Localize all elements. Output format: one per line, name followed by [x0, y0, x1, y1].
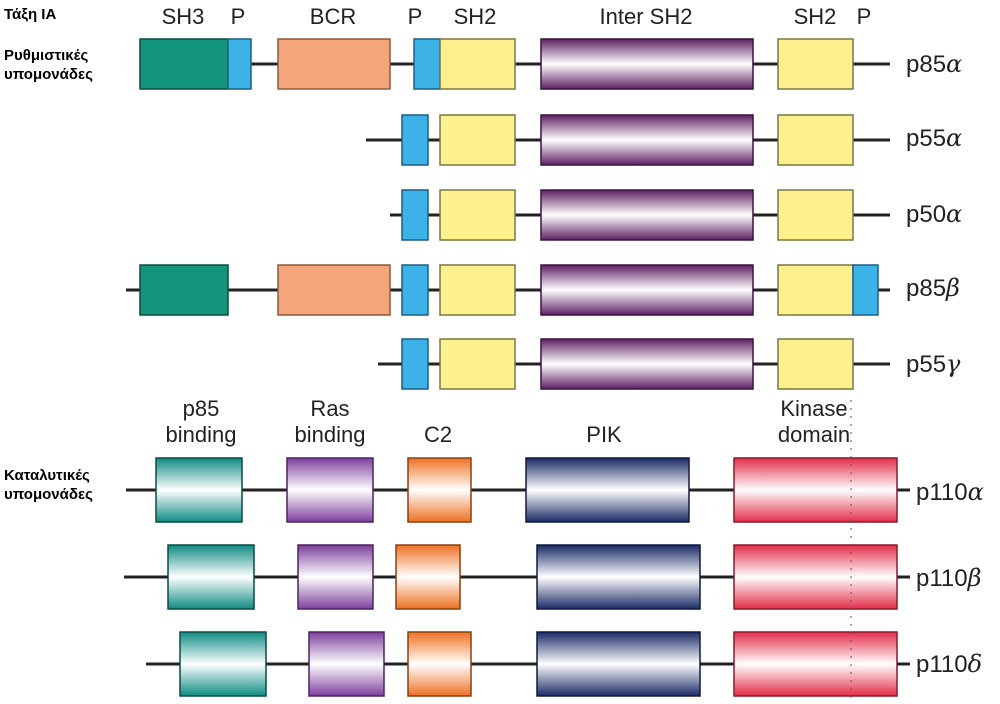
- protein-name-p110b: p110β: [916, 564, 982, 592]
- header-sh2a: SH2: [453, 4, 497, 29]
- domain-p: [401, 338, 429, 390]
- domain-sh2: [777, 38, 854, 90]
- protein-row-p55g: [378, 338, 890, 390]
- domain-kin: [733, 631, 898, 697]
- domain-sh2: [777, 114, 854, 166]
- protein-row-p110a: [126, 457, 910, 523]
- catalytic-label-line2: υπομονάδες: [4, 486, 93, 503]
- domain-p: [401, 114, 429, 166]
- domain-p85b: [155, 457, 243, 523]
- header-inter-sh2: Inter SH2: [599, 4, 693, 29]
- domain-c2: [407, 631, 472, 697]
- protein-row-p85a: [139, 38, 890, 90]
- header-p85-binding: p85 binding: [166, 396, 237, 448]
- header-p85-binding-line2: binding: [165, 422, 237, 447]
- catalytic-label-line1: Καταλυτικές: [4, 467, 90, 484]
- domain-sh2: [777, 264, 854, 316]
- header-p85-binding-line1: p85: [182, 396, 220, 421]
- domain-p: [227, 38, 252, 90]
- domain-pik: [536, 544, 701, 610]
- class-label: Τάξη ΙΑ: [4, 6, 57, 23]
- domain-bcr: [277, 38, 391, 90]
- protein-row-p85b: [126, 264, 890, 316]
- domain-sh3: [139, 38, 229, 90]
- domain-ras: [286, 457, 374, 523]
- header-bcr: BCR: [309, 4, 357, 29]
- domain-p: [852, 264, 879, 316]
- protein-row-p110b: [124, 544, 910, 610]
- regulatory-label-line2: υπομονάδες: [4, 66, 93, 83]
- protein-name-p110a: p110α: [916, 478, 984, 506]
- regulatory-label-line1: Ρυθμιστικές: [4, 47, 89, 64]
- domain-inter: [540, 264, 754, 316]
- catalytic-subunits-label: Καταλυτικές υπομονάδες: [4, 466, 93, 504]
- domain-pik: [525, 457, 690, 523]
- header-c2: C2: [423, 422, 453, 447]
- protein-name-p85a: p85α: [906, 50, 963, 78]
- header-ras-binding-line2: binding: [294, 422, 366, 447]
- protein-name-p110d: p110δ: [916, 650, 983, 678]
- domain-c2: [395, 544, 461, 610]
- domain-sh2: [439, 38, 516, 90]
- domain-p: [413, 38, 441, 90]
- domain-sh3: [139, 264, 229, 316]
- domain-inter: [540, 189, 754, 241]
- regulatory-subunits-label: Ρυθμιστικές υπομονάδες: [4, 46, 93, 84]
- header-p3: P: [856, 4, 872, 29]
- domain-sh2: [777, 338, 854, 390]
- domain-ras: [297, 544, 374, 610]
- protein-name-p50a: p50α: [906, 200, 963, 228]
- domain-ras: [308, 631, 385, 697]
- header-pik: PIK: [586, 422, 622, 447]
- header-p1: P: [230, 4, 246, 29]
- domain-pik: [536, 631, 701, 697]
- header-kinase-domain: Kinase domain: [778, 396, 850, 448]
- domain-kin: [733, 544, 898, 610]
- header-kinase-line2: domain: [777, 422, 851, 447]
- domain-p85b: [179, 631, 267, 697]
- domain-kin: [733, 457, 898, 523]
- domain-sh2: [777, 189, 854, 241]
- protein-name-p55g: p55γ: [906, 350, 961, 378]
- header-kinase-line1: Kinase: [780, 396, 848, 421]
- domain-p: [401, 264, 429, 316]
- header-ras-binding-line1: Ras: [310, 396, 350, 421]
- domain-sh2: [439, 338, 516, 390]
- domain-p85b: [167, 544, 255, 610]
- protein-row-p110d: [146, 631, 910, 697]
- domain-inter: [540, 338, 754, 390]
- domain-inter: [540, 114, 754, 166]
- protein-row-p50a: [390, 189, 890, 241]
- domain-c2: [407, 457, 472, 523]
- domain-bcr: [277, 264, 391, 316]
- domain-inter: [540, 38, 754, 90]
- domain-p: [401, 189, 429, 241]
- header-p2: P: [407, 4, 423, 29]
- header-ras-binding: Ras binding: [295, 396, 366, 448]
- header-sh2b: SH2: [793, 4, 837, 29]
- domain-sh2: [439, 189, 516, 241]
- protein-name-p55a: p55α: [906, 124, 963, 152]
- protein-name-p85b: p85β: [906, 274, 960, 302]
- domain-sh2: [439, 264, 516, 316]
- protein-row-p55a: [366, 114, 890, 166]
- domain-sh2: [439, 114, 516, 166]
- header-sh3: SH3: [161, 4, 205, 29]
